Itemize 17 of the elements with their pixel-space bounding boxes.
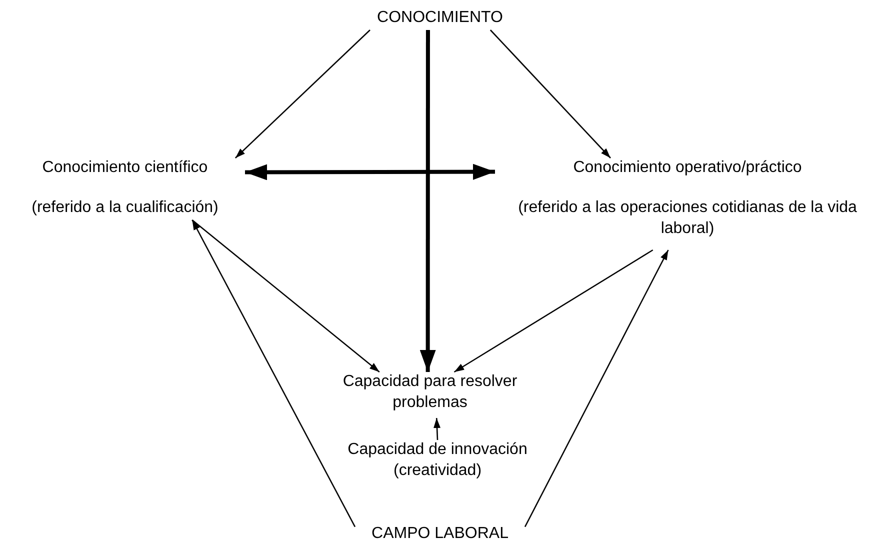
node-label: Capacidad para resolver problemas [342, 372, 518, 413]
node-label: CONOCIMIENTO [376, 8, 504, 28]
arrow [234, 30, 370, 158]
arrow [434, 418, 440, 440]
arrow [420, 30, 436, 372]
node-description: (referido a las operaciones cotidianas de la vida laboral) [517, 198, 858, 239]
arrow [245, 164, 495, 180]
node-label: Conocimiento científico [41, 158, 209, 178]
arrow [490, 30, 611, 158]
node-label: Conocimiento operativo/práctico [572, 158, 803, 178]
node-description: (referido a la cualificación) [30, 198, 220, 218]
node-label: Capacidad de innovación (creatividad) [346, 440, 528, 481]
arrow [192, 220, 380, 372]
node-label: CAMPO LABORAL [370, 524, 510, 544]
arrow [454, 249, 654, 373]
arrow [524, 250, 669, 528]
arrow [192, 220, 356, 528]
